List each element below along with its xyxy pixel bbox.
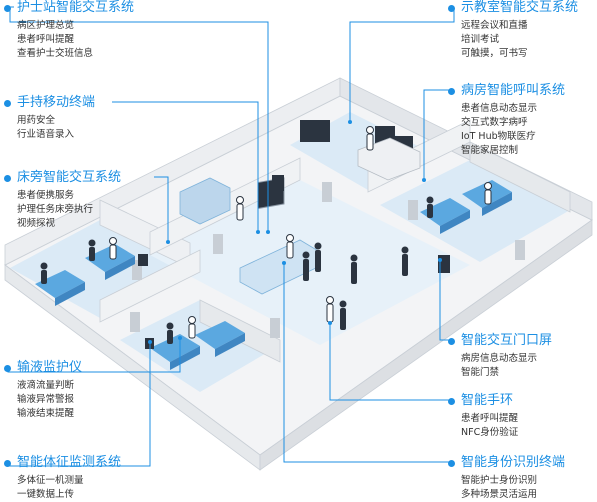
teaching-desk [357,137,421,181]
callout-title: 示教室智能交互系统 [461,0,579,15]
bullet-dot-icon [448,87,455,95]
callout-line: 交互式数字病呼 [461,117,528,128]
corridor-wall-monitor [272,175,284,191]
callout-line: 可触摸，可书写 [461,48,528,59]
partition-wall-4 [469,141,571,213]
callout-line: 液滴流量判断 [17,380,75,391]
bullet-dot-icon [4,174,11,182]
callout-line: 病房信息动态显示 [461,353,538,364]
bullet-dot-icon [448,337,455,345]
medicine-cabinet [179,177,231,225]
callout-line: IoT Hub物联医疗 [461,131,536,142]
callout-line: 患者呼叫提醒 [17,34,75,45]
bullet-dot-icon [448,4,455,12]
callout-line: 护理任务床旁执行 [17,204,94,215]
callout-line: 智能门禁 [461,367,500,378]
bullet-dot-icon [4,99,11,107]
callout-door-screen: 智能交互门口屏 病房信息动态显示 智能门禁 [448,333,552,380]
bed-lower-1 [150,334,200,370]
callout-line: 输液异常警报 [17,394,75,405]
callout-mobile-terminal: 手持移动终端 用药安全 行业语音录入 [4,95,95,142]
callout-line: 行业语音录入 [17,129,75,140]
bullet-dot-icon [448,397,455,405]
door-4 [130,312,140,332]
callout-title: 输液监护仪 [17,360,83,375]
callout-title: 智能交互门口屏 [461,333,553,348]
callout-vital-signs: 智能体征监测系统 多体征一机测量 一键数据上传 [4,455,121,502]
callout-title: 手持移动终端 [17,95,96,110]
front-wall-right [259,219,593,471]
callout-line: 患者便携服务 [17,190,75,201]
callout-line: 多体征一机测量 [17,475,84,486]
bullet-dot-icon [4,459,11,467]
callout-title: 护士站智能交互系统 [17,0,135,15]
callout-identity: 智能身份识别终端 智能护士身份识别 多种场景灵活运用 [448,455,565,502]
callout-line: 一键数据上传 [17,489,75,500]
door-7 [515,240,525,260]
callout-line: 培训考试 [461,34,500,45]
callout-line: NFC身份验证 [461,427,519,438]
callout-line: 患者信息动态显示 [461,103,538,114]
callout-line: 患者呼叫提醒 [461,413,519,424]
door-3 [322,182,332,202]
callout-title: 病房智能呼叫系统 [461,83,566,98]
bullet-dot-icon [448,459,455,467]
callout-nurse-station: 护士站智能交互系统 病区护理总览 患者呼叫提醒 查看护士交班信息 [4,0,134,61]
callout-line: 输液结束提醒 [17,408,75,419]
bed-lower-2 [195,321,245,357]
callout-title: 智能身份识别终端 [461,455,566,470]
door-1 [132,260,142,280]
callout-line: 病区护理总览 [17,20,75,31]
door-2 [213,234,223,254]
callout-title: 智能手环 [461,393,514,408]
callout-line: 视频探视 [17,218,56,229]
bullet-dot-icon [4,4,11,12]
callout-title: 床旁智能交互系统 [17,170,122,185]
callout-bedside: 床旁智能交互系统 患者便携服务 护理任务床旁执行 视频探视 [4,170,121,231]
callout-line: 远程会议和直播 [461,20,528,31]
leader-end-dots [148,120,442,344]
nurses [109,126,492,339]
bullet-dot-icon [4,364,11,372]
callout-wristband: 智能手环 患者呼叫提醒 NFC身份验证 [448,393,518,440]
callout-line: 多种场景灵活运用 [461,489,538,500]
callout-infusion: 输液监护仪 液滴流量判断 输液异常警报 输液结束提醒 [4,360,82,421]
callout-title: 智能体征监测系统 [17,455,122,470]
teaching-screen-1 [300,120,330,142]
door-5 [270,318,280,338]
callout-line: 用药安全 [17,115,56,126]
callout-line: 智能护士身份识别 [461,475,538,486]
bedside-terminal-1 [138,254,148,266]
callout-line: 查看护士交班信息 [17,48,94,59]
callout-teaching: 示教室智能交互系统 远程会议和直播 培训考试 可触摸，可书写 [448,0,578,61]
partition-wall-5 [99,249,201,323]
right-ward-floor [380,160,570,262]
bed-right-1 [420,198,470,234]
door-6 [408,200,418,220]
people [40,196,434,344]
bed-left-1 [35,270,85,306]
callout-ward-call: 病房智能呼叫系统 患者信息动态显示 交互式数字病呼 IoT Hub物联医疗 智能… [448,83,565,158]
callout-line: 智能家居控制 [461,145,519,156]
